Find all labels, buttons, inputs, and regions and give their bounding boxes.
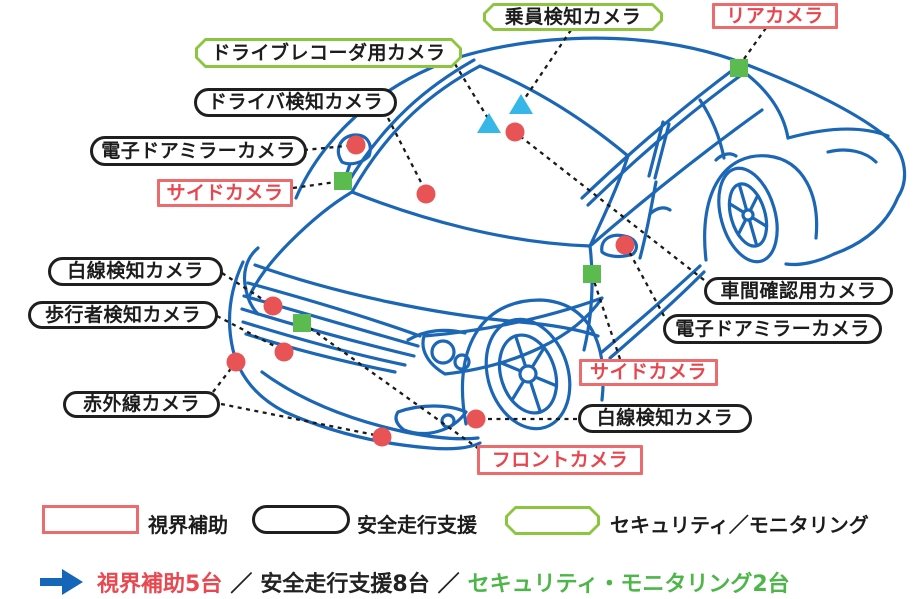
car-body-lines [228,36,907,451]
arrow-right-icon [40,569,83,595]
legend-swatch-security [505,506,600,535]
label-front-camera: フロントカメラ [477,445,643,475]
blue-triangle-markers [477,94,533,133]
label-e-door-mirror-camera-left: 電子ドアミラーカメラ [90,136,307,166]
legend-swatch-safety [252,505,350,534]
label-occupant-detection-camera: 乗員検知カメラ [483,3,663,31]
label-lane-detection-camera-right: 白線検知カメラ [578,404,752,433]
label-side-camera-right: サイドカメラ [579,359,718,386]
summary-safety-count: 安全走行支援8台 [260,572,430,597]
camera-count-summary: 視界補助5台 ／ 安全走行支援8台 ／ セキュリティ・モニタリング2台 [39,566,790,598]
summary-security-count: セキュリティ・モニタリング2台 [467,572,790,597]
label-lane-detection-camera-left: 白線検知カメラ [48,257,223,286]
label-infrared-camera: 赤外線カメラ [63,391,220,418]
red-circle-markers [226,122,635,447]
label-distance-check-camera: 車間確認用カメラ [704,277,893,305]
label-rear-camera: リアカメラ [712,3,838,29]
legend-swatch-visibility [42,505,139,534]
camera-markers [226,59,748,447]
connector-lines [212,27,767,450]
green-square-markers [293,59,748,332]
legend-label-safety: 安全走行支援 [357,513,477,537]
summary-visibility-count: 視界補助5台 [97,572,223,597]
label-side-camera-left: サイドカメラ [157,179,293,207]
legend-label-security: セキュリティ／モニタリング [610,513,869,537]
label-drive-recorder-camera: ドライブレコーダ用カメラ [195,38,462,68]
label-pedestrian-detection-camera: 歩行者検知カメラ [28,301,218,329]
label-e-door-mirror-camera-right: 電子ドアミラーカメラ [663,314,882,344]
summary-separator: ／ [230,572,253,597]
label-driver-detection-camera: ドライバ検知カメラ [194,88,397,117]
summary-separator: ／ [437,572,460,597]
legend-label-visibility: 視界補助 [148,513,228,537]
